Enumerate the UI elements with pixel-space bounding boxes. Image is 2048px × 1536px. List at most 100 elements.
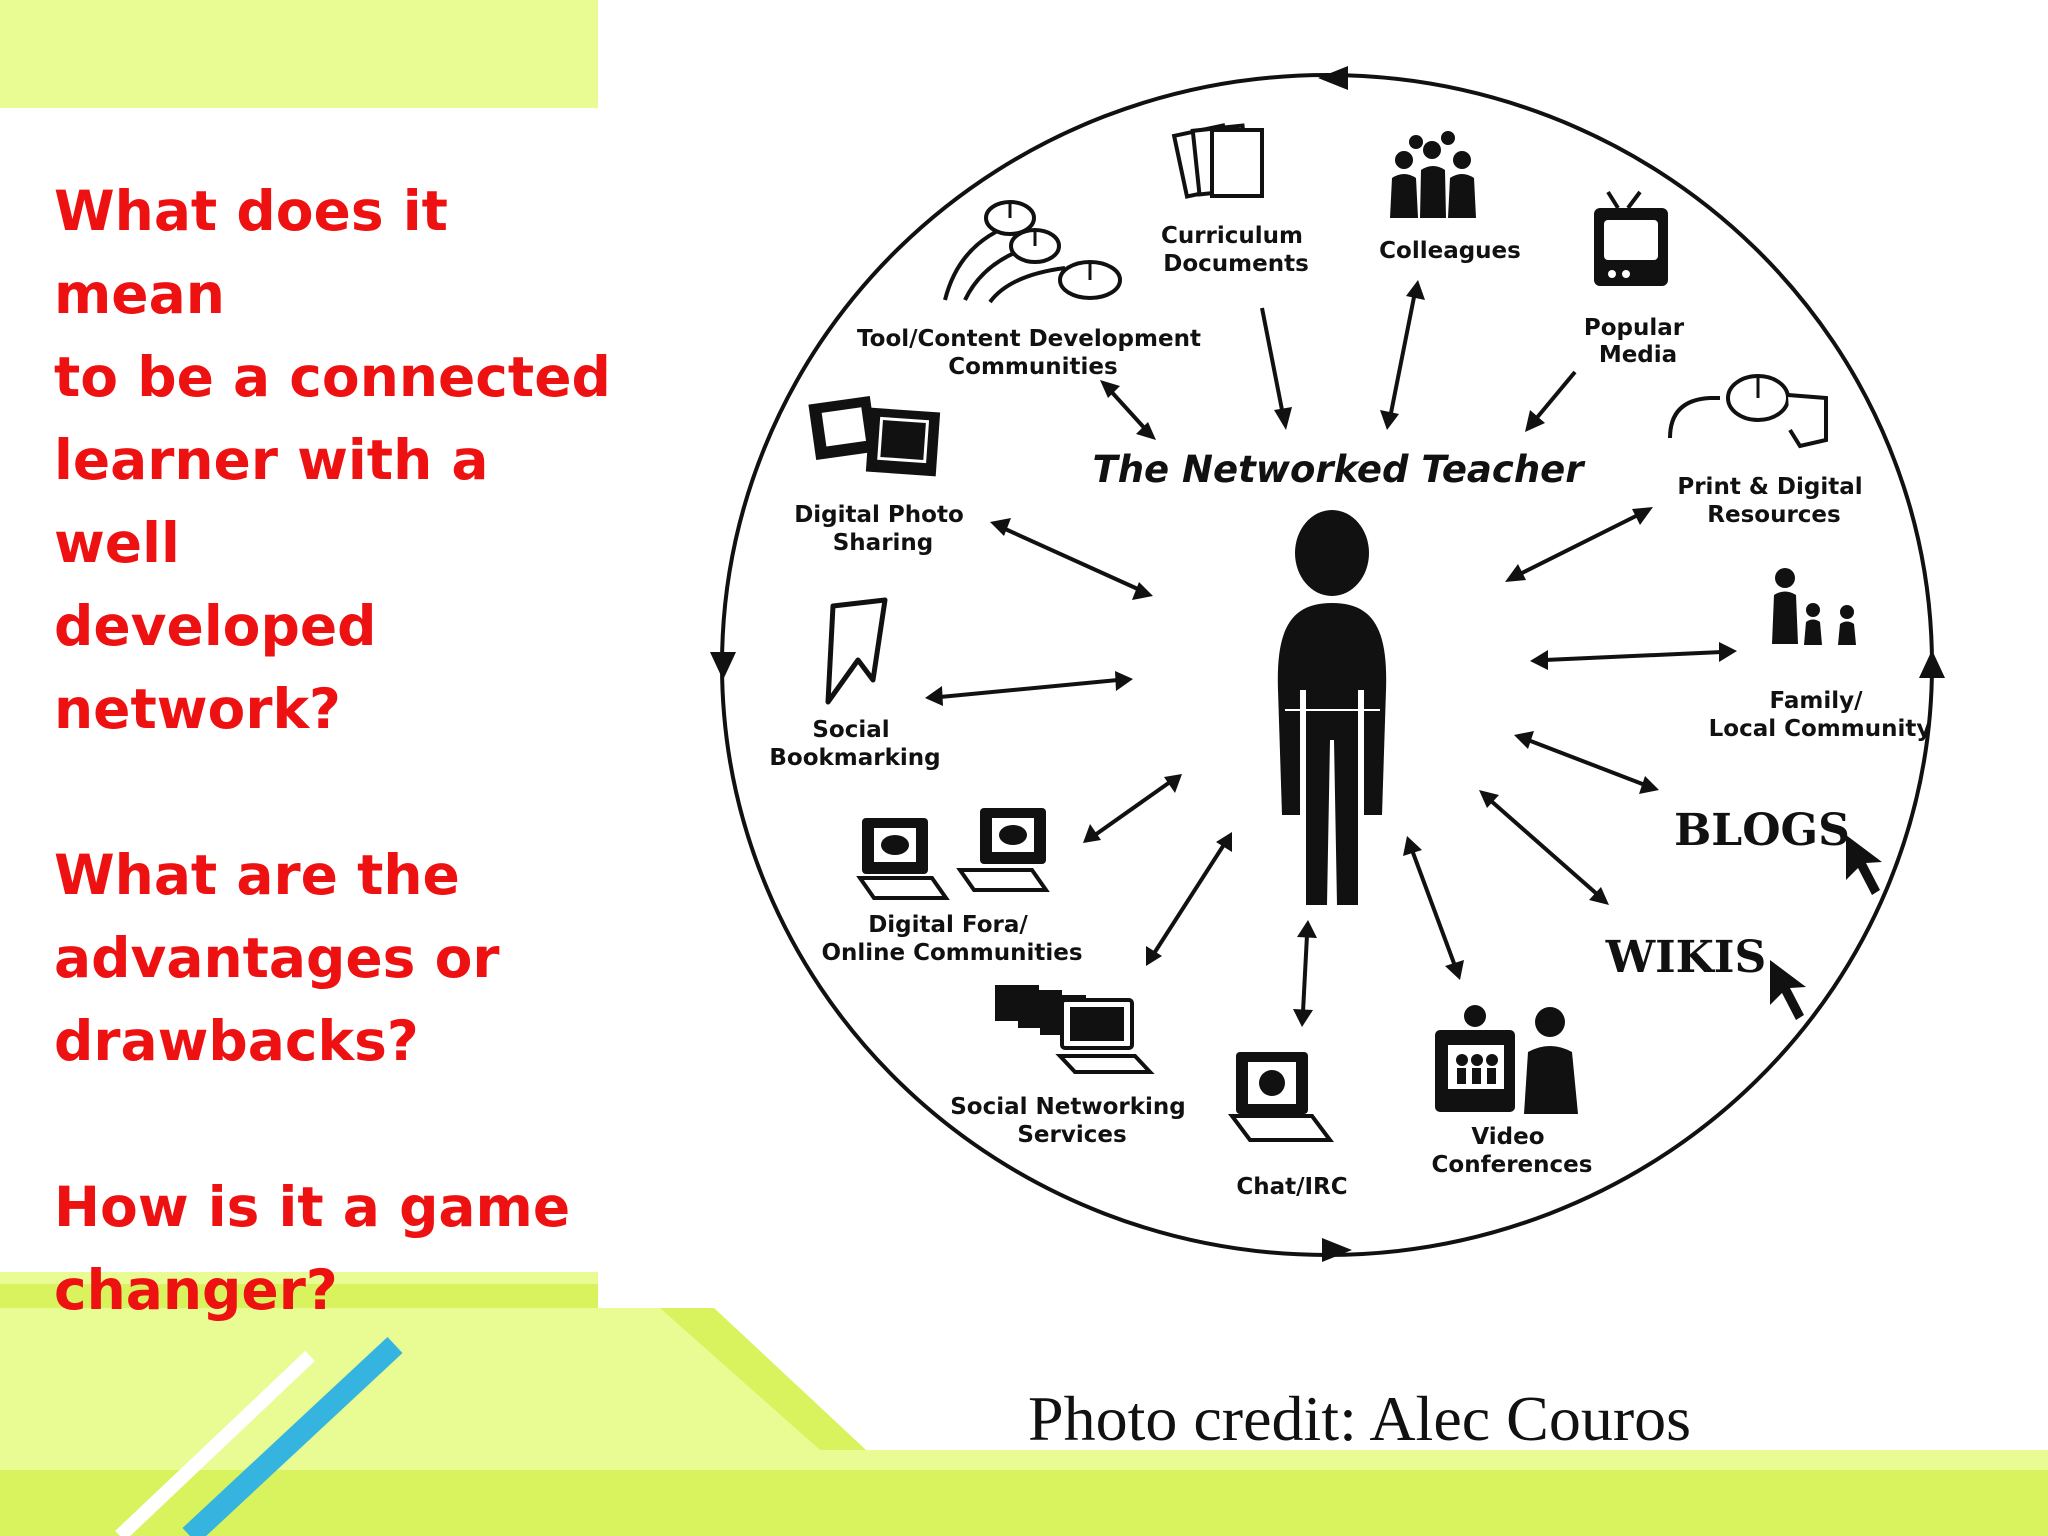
label-digital-photo: Digital Photo Sharing xyxy=(794,502,972,556)
arrowhead-social-bookmarking-out xyxy=(925,686,943,706)
photos-icon xyxy=(808,395,941,477)
label-popular-media: Popular Media xyxy=(1584,315,1692,368)
label-digital-photo-line1: Digital Photo xyxy=(794,502,964,528)
arrowhead-family-out xyxy=(1719,642,1737,662)
laptops-icon xyxy=(856,808,1050,900)
label-print-digital: Print & Digital Resources xyxy=(1677,474,1870,528)
bottom-green-strip xyxy=(0,1284,598,1308)
arrow-social-networking xyxy=(1151,841,1227,957)
bookmark-icon xyxy=(825,597,888,705)
label-print-digital-line2: Resources xyxy=(1707,502,1840,528)
label-chat: Chat/IRC xyxy=(1236,1174,1347,1200)
label-digital-fora-line1: Digital Fora/ xyxy=(868,912,1028,938)
arrow-curriculum xyxy=(1260,307,1285,416)
arrowhead-curriculum xyxy=(1274,407,1292,430)
arrowhead-chat-out xyxy=(1293,1009,1313,1027)
label-family: Family/ Local Community xyxy=(1709,688,1932,742)
label-social-networking-line1: Social Networking xyxy=(950,1094,1186,1120)
label-tool-content: Tool/Content Development Communities xyxy=(857,326,1209,380)
television-icon xyxy=(1594,190,1668,286)
teacher-person-icon xyxy=(1277,510,1387,905)
arrowhead-blogs-out xyxy=(1639,776,1659,794)
question-game-changer: How is it a game changer? xyxy=(54,1175,571,1322)
label-social-bookmarking-line2: Bookmarking xyxy=(769,745,940,771)
label-curriculum-line2: Documents xyxy=(1163,251,1309,277)
question-advantages: What are the advantages or drawbacks? xyxy=(54,843,500,1073)
arrow-family xyxy=(1544,650,1723,662)
label-social-bookmarking-line1: Social xyxy=(812,717,889,743)
diagram-title: The Networked Teacher xyxy=(1092,448,1586,491)
arrow-social-bookmarking xyxy=(939,678,1119,699)
question-connected-learner: What does it mean to be a connected lear… xyxy=(54,179,611,741)
arrowhead-wikis-in xyxy=(1479,790,1499,808)
label-video-line2: Conferences xyxy=(1432,1152,1593,1178)
arrow-video xyxy=(1410,849,1457,967)
photo-credit: Photo credit: Alec Couros xyxy=(1028,1383,1692,1454)
arrowhead-digital-photo-in xyxy=(1132,582,1153,600)
label-colleagues-line1: Colleagues xyxy=(1379,238,1521,264)
label-video: Video Conferences xyxy=(1432,1124,1593,1178)
label-colleagues: Colleagues xyxy=(1379,238,1521,264)
label-social-networking-line2: Services xyxy=(1017,1122,1126,1148)
label-digital-fora: Digital Fora/ Online Communities xyxy=(821,912,1082,966)
label-print-digital-line1: Print & Digital xyxy=(1677,474,1862,500)
arrowhead-family-in xyxy=(1530,650,1548,670)
wikis-cursor-icon xyxy=(1770,960,1806,1020)
white-slash-stripe xyxy=(115,1350,315,1536)
cycle-arrowhead-bottom xyxy=(1322,1238,1352,1262)
label-social-networking: Social Networking Services xyxy=(950,1094,1194,1148)
arrow-digital-photo xyxy=(1002,526,1141,592)
arrowhead-digital-fora-in xyxy=(1164,774,1182,793)
label-family-line2: Local Community xyxy=(1709,716,1932,742)
discussion-questions: What does it mean to be a connected lear… xyxy=(54,170,614,1415)
arrowhead-print-digital-in xyxy=(1505,564,1526,582)
label-social-bookmarking: Social Bookmarking xyxy=(769,717,940,771)
arrowhead-digital-photo-out xyxy=(990,518,1011,536)
arrow-wikis xyxy=(1488,798,1600,897)
arrow-chat xyxy=(1301,934,1309,1013)
cycle-arrowhead-left xyxy=(710,652,736,680)
label-popular-media-line2: Media xyxy=(1599,342,1677,368)
label-blogs: BLOGS xyxy=(1674,805,1850,856)
arrowhead-blogs-in xyxy=(1514,731,1534,749)
cycle-arrowhead-top xyxy=(1318,66,1348,90)
arrow-print-digital xyxy=(1517,512,1641,577)
arrowhead-social-networking-in xyxy=(1216,832,1232,852)
label-family-line1: Family/ xyxy=(1769,688,1863,714)
label-digital-fora-line2: Online Communities xyxy=(821,940,1082,966)
label-curriculum: Curriculum Documents xyxy=(1161,223,1311,277)
diagonal-green-strip xyxy=(660,1308,866,1450)
arrow-popular-media xyxy=(1533,370,1577,422)
label-curriculum-line1: Curriculum xyxy=(1161,223,1303,249)
arrowhead-video-out xyxy=(1445,960,1464,980)
video-conference-icon xyxy=(1435,1005,1578,1114)
family-icon xyxy=(1772,568,1856,645)
arrowhead-chat-in xyxy=(1297,920,1317,938)
arrowhead-tool-content-in xyxy=(1136,422,1156,440)
label-tool-content-line1: Tool/Content Development xyxy=(857,326,1201,352)
connection-arrows xyxy=(925,280,1737,1027)
mice-icon xyxy=(943,200,1122,304)
arrowhead-colleagues-out xyxy=(1406,280,1425,300)
label-chat-line1: Chat/IRC xyxy=(1236,1174,1347,1200)
label-wikis: WIKIS xyxy=(1605,932,1767,983)
arrowhead-digital-fora-out xyxy=(1083,824,1101,843)
arrow-blogs xyxy=(1527,738,1646,787)
label-popular-media-line1: Popular xyxy=(1584,315,1685,341)
documents-icon xyxy=(1171,123,1264,199)
arrowhead-video-in xyxy=(1403,836,1422,856)
label-tool-content-line2: Communities xyxy=(948,354,1117,380)
people-group-icon xyxy=(1390,131,1476,218)
arrowhead-popular-media xyxy=(1525,410,1545,432)
label-digital-photo-line2: Sharing xyxy=(833,530,934,556)
arrow-tool-content xyxy=(1106,386,1150,434)
top-left-green-band xyxy=(0,0,598,108)
cycle-arrowhead-right xyxy=(1919,650,1945,678)
blogs-cursor-icon xyxy=(1846,835,1882,895)
arrowhead-wikis-out xyxy=(1589,887,1609,905)
arrowhead-social-bookmarking-in xyxy=(1115,671,1133,691)
arrowhead-tool-content-out xyxy=(1100,380,1120,398)
arrow-digital-fora xyxy=(1093,780,1172,837)
mouse-icon xyxy=(1668,374,1828,449)
